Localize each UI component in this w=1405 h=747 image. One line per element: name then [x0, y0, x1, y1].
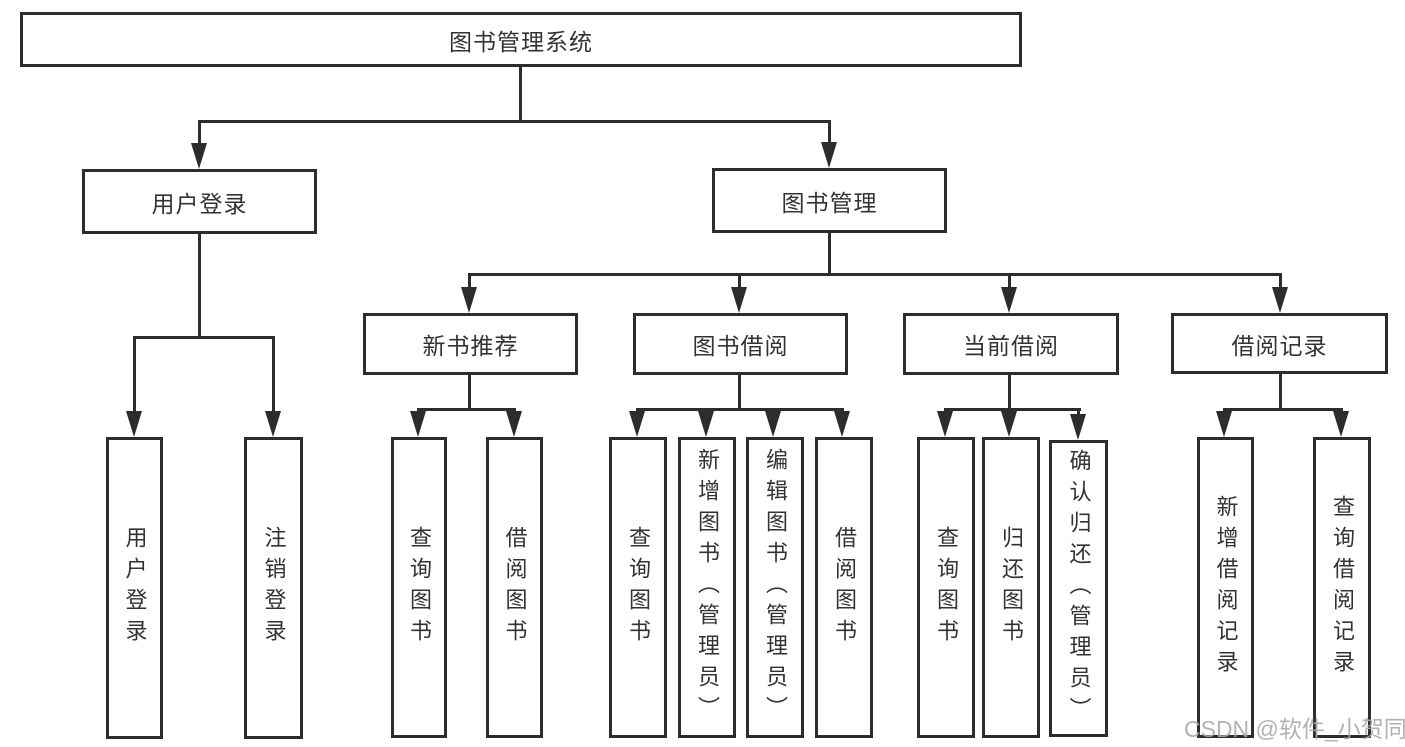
node-book-management-label: 图书管理: [781, 189, 878, 216]
connector-line: [1223, 408, 1343, 411]
node-borrow-records: 借阅记录: [1171, 313, 1388, 374]
node-root: 图书管理系统: [20, 12, 1022, 67]
connector-line: [198, 120, 201, 146]
node-leaf-current-query-books: 查询图书: [917, 437, 975, 738]
node-current-borrow-label: 当前借阅: [963, 333, 1059, 359]
connector-line: [198, 234, 201, 339]
arrowhead-down-icon: [410, 411, 426, 437]
node-leaf-logout-label: 注销登录: [261, 526, 287, 650]
arrowhead-down-icon: [461, 287, 477, 313]
node-leaf-user-login: 用户登录: [106, 437, 163, 739]
node-leaf-confirm-return-admin-label: 确认归还（管理员）: [1066, 449, 1092, 728]
node-leaf-user-login-label: 用户登录: [122, 526, 148, 650]
node-leaf-add-books-admin-label: 新增图书（管理员）: [695, 448, 720, 727]
connector-line: [738, 273, 741, 289]
node-user-login-label: 用户登录: [151, 190, 248, 217]
node-leaf-edit-books-admin: 编辑图书（管理员）: [746, 437, 804, 738]
connector-line: [636, 408, 844, 411]
connector-line: [519, 67, 522, 120]
node-book-borrow: 图书借阅: [633, 313, 848, 375]
arrowhead-down-icon: [126, 411, 142, 437]
node-leaf-borrow-query-books: 查询图书: [609, 437, 667, 738]
node-leaf-query-borrow-record: 查询借阅记录: [1313, 437, 1371, 738]
node-current-borrow: 当前借阅: [903, 313, 1119, 375]
connector-line: [133, 336, 275, 339]
arrowhead-down-icon: [1216, 411, 1232, 437]
connector-line: [828, 120, 831, 145]
arrowhead-down-icon: [1001, 411, 1017, 437]
node-leaf-borrow-books: 借阅图书: [815, 437, 873, 738]
arrowhead-down-icon: [506, 411, 522, 437]
arrowhead-down-icon: [821, 142, 837, 168]
arrowhead-down-icon: [1333, 411, 1349, 437]
connector-line: [133, 336, 136, 413]
arrowhead-down-icon: [698, 411, 714, 437]
connector-line: [1279, 374, 1282, 411]
connector-line: [1077, 408, 1080, 416]
node-leaf-return-books-label: 归还图书: [999, 525, 1024, 650]
connector-line: [198, 120, 831, 123]
connector-line: [468, 273, 471, 289]
node-leaf-edit-books-admin-label: 编辑图书（管理员）: [763, 448, 788, 727]
node-leaf-recommend-borrow-books: 借阅图书: [486, 437, 543, 738]
connector-line: [1008, 375, 1011, 411]
connector-line: [468, 375, 471, 411]
arrowhead-down-icon: [765, 411, 781, 437]
node-leaf-query-borrow-record-label: 查询借阅记录: [1330, 494, 1355, 681]
arrowhead-down-icon: [191, 143, 207, 169]
node-leaf-add-borrow-record: 新增借阅记录: [1197, 437, 1254, 738]
connector-line: [828, 233, 831, 276]
node-leaf-return-books: 归还图书: [982, 437, 1040, 738]
node-leaf-borrow-query-books-label: 查询图书: [626, 525, 651, 650]
connector-line: [738, 375, 741, 411]
arrowhead-down-icon: [834, 411, 850, 437]
connector-line: [1008, 273, 1011, 289]
connector-line: [944, 408, 1081, 411]
node-leaf-add-borrow-record-label: 新增借阅记录: [1213, 494, 1239, 681]
arrowhead-down-icon: [1001, 287, 1017, 313]
arrowhead-down-icon: [629, 411, 645, 437]
connector-line: [417, 408, 516, 411]
node-leaf-recommend-query-books-label: 查询图书: [407, 525, 432, 650]
arrowhead-down-icon: [731, 287, 747, 313]
csdn-watermark: CSDN @软件_小贺同学: [1184, 716, 1405, 742]
arrowhead-down-icon: [265, 411, 281, 437]
node-root-label: 图书管理系统: [449, 28, 593, 55]
node-leaf-logout: 注销登录: [244, 437, 303, 739]
node-leaf-recommend-borrow-books-label: 借阅图书: [502, 525, 528, 650]
connector-line: [468, 273, 1282, 276]
connector-line: [272, 336, 275, 413]
node-new-book-recommend: 新书推荐: [363, 313, 578, 375]
node-leaf-recommend-query-books: 查询图书: [391, 437, 447, 738]
node-borrow-records-label: 借阅记录: [1231, 332, 1328, 359]
arrowhead-down-icon: [1070, 414, 1086, 440]
node-book-borrow-label: 图书借阅: [692, 333, 789, 359]
node-leaf-borrow-books-label: 借阅图书: [832, 525, 857, 650]
arrowhead-down-icon: [1272, 287, 1288, 313]
arrowhead-down-icon: [937, 411, 953, 437]
connector-line: [1279, 273, 1282, 289]
node-user-login: 用户登录: [82, 169, 317, 234]
node-book-management: 图书管理: [712, 168, 947, 233]
node-leaf-confirm-return-admin: 确认归还（管理员）: [1049, 440, 1108, 737]
node-leaf-add-books-admin: 新增图书（管理员）: [678, 437, 736, 738]
node-leaf-current-query-books-label: 查询图书: [934, 525, 959, 650]
node-new-book-recommend-label: 新书推荐: [422, 333, 519, 359]
